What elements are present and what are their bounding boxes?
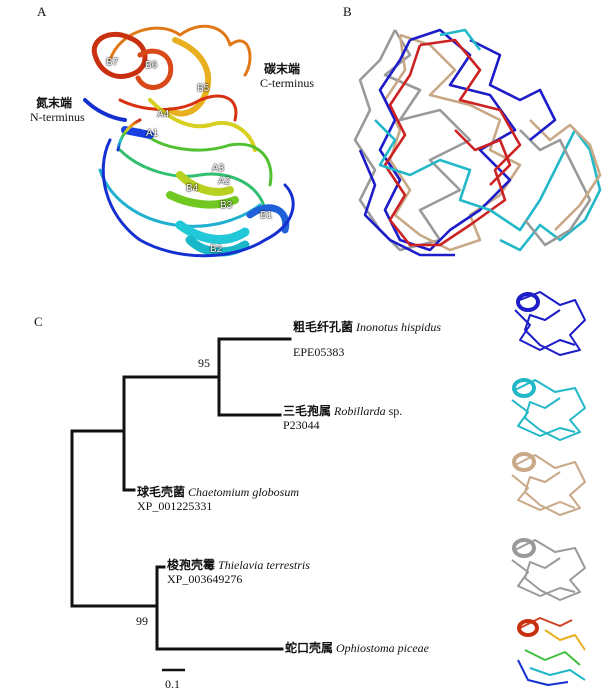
thumb-trace	[514, 539, 586, 601]
c-terminus-en: C-terminus	[260, 76, 314, 90]
taxon-label-ophiostoma: 蛇口壳属 Ophiostoma piceae	[285, 641, 429, 656]
taxon-species-name: Thielavia terrestris	[218, 558, 310, 572]
c-terminus-cn: 碳末端	[264, 62, 301, 76]
accession-thielavia: XP_003649276	[167, 572, 243, 586]
marker-b2: B2	[210, 244, 223, 255]
taxon-species-name: Ophiostoma piceae	[336, 641, 429, 655]
thumb-trace	[529, 667, 586, 681]
thumb-trace	[519, 291, 586, 356]
thumb-helix	[512, 538, 536, 558]
taxon-label-thielavia: 梭孢壳霉 Thielavia terrestris	[167, 558, 310, 573]
thumb-trace	[514, 379, 586, 441]
bootstrap-99: 99	[136, 614, 148, 628]
taxon-species-name: Chaetomium globosum	[188, 485, 300, 499]
marker-b4: B4	[186, 183, 199, 194]
thumb-helix	[512, 378, 536, 398]
accession-chaetomium: XP_001225331	[137, 499, 213, 513]
thumb-trace	[511, 474, 576, 511]
thumb-helix	[516, 292, 540, 312]
marker-a1: A1	[146, 128, 159, 139]
taxon-chinese-name: 球毛壳菌	[137, 485, 186, 499]
thumb-trace	[511, 399, 576, 437]
accession-robillarda: P23044	[283, 418, 320, 432]
taxon-chinese-name: 蛇口壳属	[285, 641, 334, 655]
thumb-trace	[514, 309, 576, 351]
scale-bar-label: 0.1	[165, 677, 180, 691]
n-terminus-cn: 氮末端	[36, 96, 73, 110]
marker-b1: B1	[260, 210, 273, 221]
thumb-trace	[517, 659, 569, 686]
taxon-chinese-name: 粗毛纤孔菌	[293, 320, 354, 334]
structure-thumbnail-inonotus	[514, 291, 586, 356]
marker-b5: B5	[197, 83, 210, 94]
marker-b7: B7	[106, 57, 119, 68]
marker-b6: B6	[145, 60, 158, 71]
thumb-trace	[514, 454, 586, 516]
marker-a4: A4	[157, 109, 170, 120]
thumb-trace	[511, 559, 576, 597]
taxon-label-chaetomium: 球毛壳菌 Chaetomium globosum	[137, 485, 299, 500]
taxon-species-name: Robillarda	[334, 404, 386, 418]
marker-b3: B3	[220, 200, 233, 211]
c-terminus-label: 碳末端 C-terminus	[260, 62, 314, 90]
taxon-label-robillarda: 三毛孢属 Robillarda sp.	[283, 404, 402, 419]
taxon-suffix: sp.	[385, 404, 403, 418]
taxon-chinese-name: 三毛孢属	[283, 404, 332, 418]
taxon-label-inonotus: 粗毛纤孔菌 Inonotus hispidus	[293, 320, 441, 335]
marker-a2: A2	[218, 176, 231, 187]
thumb-helix	[512, 452, 536, 472]
n-terminus-en: N-terminus	[30, 110, 85, 124]
panel-label-a: A	[37, 4, 47, 19]
structure-thumbnail-robillarda	[511, 378, 586, 441]
taxon-chinese-name: 梭孢壳霉	[167, 558, 216, 572]
thumb-trace	[544, 629, 586, 651]
panel-label-c: C	[34, 314, 43, 329]
accession-inonotus: EPE05383	[293, 345, 345, 359]
thumb-helix	[517, 619, 539, 637]
thumb-trace	[524, 649, 581, 666]
panel-label-b: B	[343, 4, 352, 19]
structure-thumbnail-chaetomium	[511, 452, 586, 516]
marker-a3: A3	[212, 163, 225, 174]
structure-thumbnail-thielavia	[511, 538, 586, 601]
structure-thumbnail-ophiostoma	[517, 617, 586, 686]
taxon-species-name: Inonotus hispidus	[356, 320, 442, 334]
n-terminus-label: 氮末端 N-terminus	[30, 96, 85, 124]
bootstrap-95: 95	[198, 356, 210, 370]
